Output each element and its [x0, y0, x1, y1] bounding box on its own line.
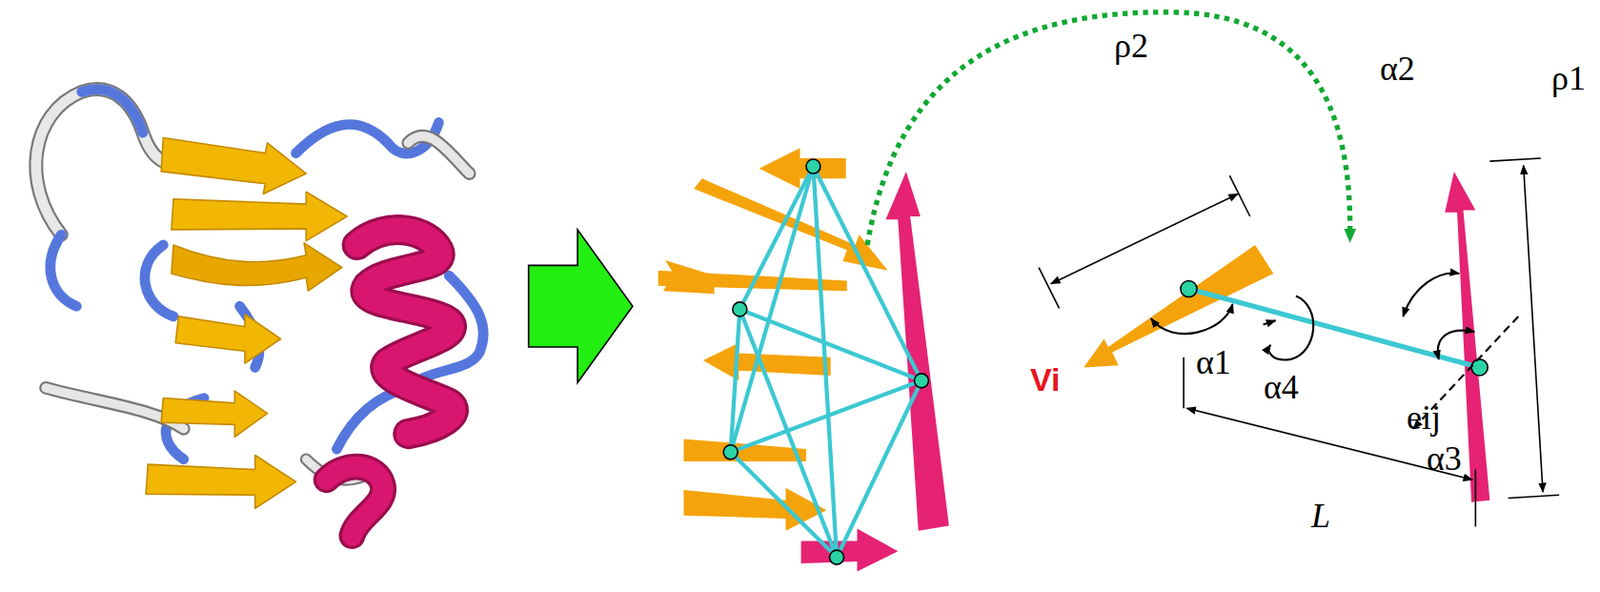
sse-graph	[658, 147, 950, 571]
zoom-curve	[867, 12, 1351, 245]
dimension-label: ρ1	[1551, 60, 1586, 96]
angle-label: α4	[1263, 369, 1299, 405]
vector-label: Vi	[1030, 363, 1061, 396]
dimension-label: L	[1311, 498, 1331, 533]
angle-label: α3	[1426, 441, 1462, 476]
pair-detail	[1038, 158, 1560, 527]
dimension-label: ρ2	[1113, 28, 1149, 63]
vector-label: eij	[1406, 400, 1441, 435]
angle-label: α2	[1379, 51, 1416, 86]
transform-arrow	[528, 229, 633, 384]
angle-label: α1	[1195, 344, 1232, 380]
protein-ribbon	[36, 89, 484, 537]
